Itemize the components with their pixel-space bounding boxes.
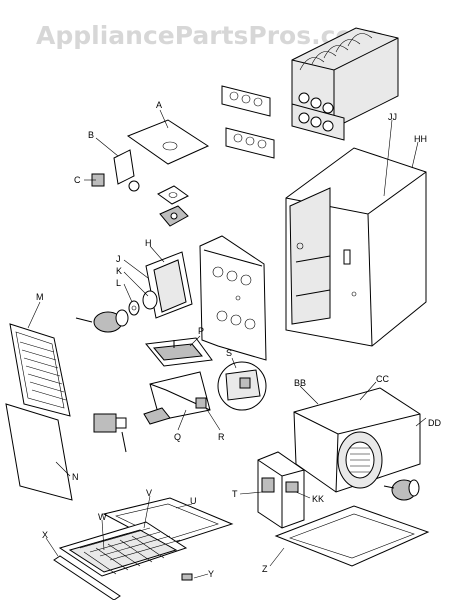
- front-panel-center: [199, 235, 267, 361]
- bottom-pan: [274, 505, 430, 567]
- filter-clip: [181, 573, 193, 581]
- collar-and-limit-switch: [157, 185, 189, 227]
- callout-S: S: [226, 348, 232, 358]
- filter-rail: [53, 555, 121, 600]
- gasket-plate-upper: [221, 85, 271, 117]
- gas-valve: [93, 407, 171, 453]
- callout-DD: DD: [428, 418, 441, 428]
- heat-exchanger: [291, 27, 399, 141]
- blower-motor: [383, 479, 420, 501]
- vent-plate: [126, 119, 210, 165]
- callout-W: W: [98, 512, 107, 522]
- callout-Y: Y: [208, 569, 214, 579]
- pressure-switch-bracket: [91, 149, 140, 192]
- callout-M: M: [36, 292, 44, 302]
- callout-V: V: [146, 488, 152, 498]
- leader-lines: [27, 109, 427, 579]
- manifold-bracket: [149, 371, 211, 421]
- callout-P: P: [198, 326, 204, 336]
- furnace-cabinet: [285, 147, 427, 347]
- callout-J: J: [116, 254, 121, 264]
- callout-N: N: [72, 472, 79, 482]
- louvered-door: [9, 323, 71, 417]
- callout-BB: BB: [294, 378, 306, 388]
- callout-HH: HH: [414, 134, 427, 144]
- callout-JJ: JJ: [388, 112, 397, 122]
- callout-L: L: [116, 278, 121, 288]
- callout-K: K: [116, 266, 122, 276]
- callout-Q: Q: [174, 432, 181, 442]
- air-filter: [58, 521, 188, 577]
- callout-B: B: [88, 130, 94, 140]
- detail-callout-circle: [217, 361, 267, 411]
- gasket-plate-lower: [225, 127, 275, 159]
- callout-labels: A B C H J K L M P S Q R BB CC DD T KK N …: [36, 100, 441, 579]
- callout-Z: Z: [262, 564, 268, 574]
- lower-door-panel: [5, 403, 73, 501]
- callout-A: A: [156, 100, 162, 110]
- callout-R: R: [218, 432, 225, 442]
- callout-T: T: [232, 489, 238, 499]
- burner-tray: [145, 337, 213, 367]
- control-box: [257, 451, 305, 529]
- callout-KK: KK: [312, 494, 324, 504]
- callout-CC: CC: [376, 374, 389, 384]
- callout-X: X: [42, 530, 48, 540]
- blower-assembly: [293, 387, 421, 493]
- burner-panel: [128, 251, 193, 319]
- callout-H: H: [145, 238, 152, 248]
- callout-C: C: [74, 175, 81, 185]
- callout-U: U: [190, 496, 197, 506]
- inducer-motor: [75, 309, 129, 333]
